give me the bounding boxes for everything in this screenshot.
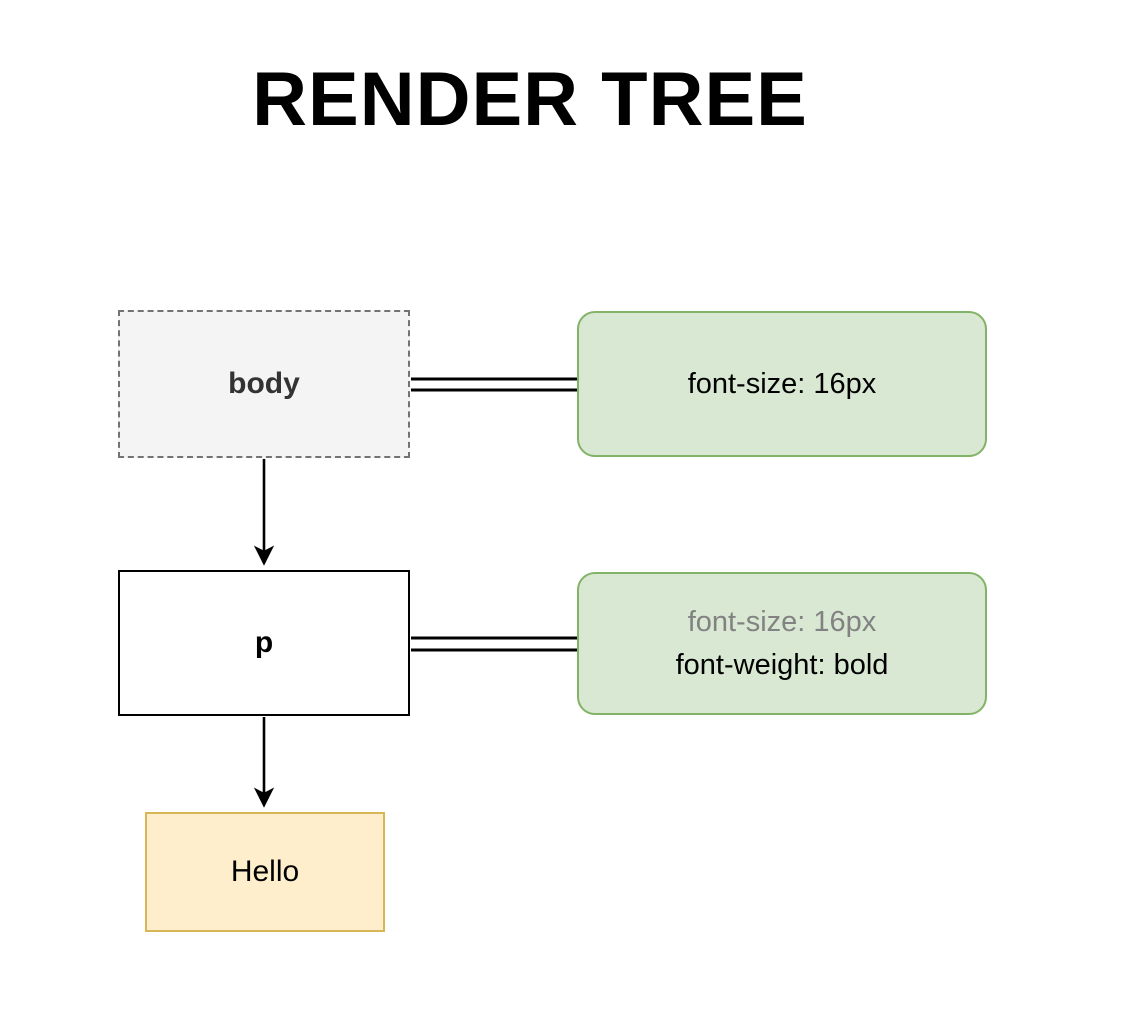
style-declaration-font-weight: font-weight: bold — [675, 648, 889, 681]
node-hello-text[interactable]: Hello — [145, 812, 385, 932]
edge-p-to-style-box — [411, 636, 578, 652]
node-p[interactable]: p — [118, 570, 410, 716]
edge-body-to-style-box — [411, 377, 578, 392]
page-title: RENDER TREE — [252, 57, 808, 142]
node-p-label: p — [254, 626, 274, 659]
node-hello-label: Hello — [230, 855, 300, 888]
style-box-p[interactable]: font-size: 16px font-weight: bold — [577, 572, 987, 715]
node-body-label: body — [228, 367, 300, 400]
style-box-body[interactable]: font-size: 16px — [577, 311, 987, 457]
node-body[interactable]: body — [118, 310, 410, 458]
style-declaration-font-size-inherited: font-size: 16px — [687, 606, 877, 639]
style-declaration-font-size: font-size: 16px — [687, 367, 877, 400]
